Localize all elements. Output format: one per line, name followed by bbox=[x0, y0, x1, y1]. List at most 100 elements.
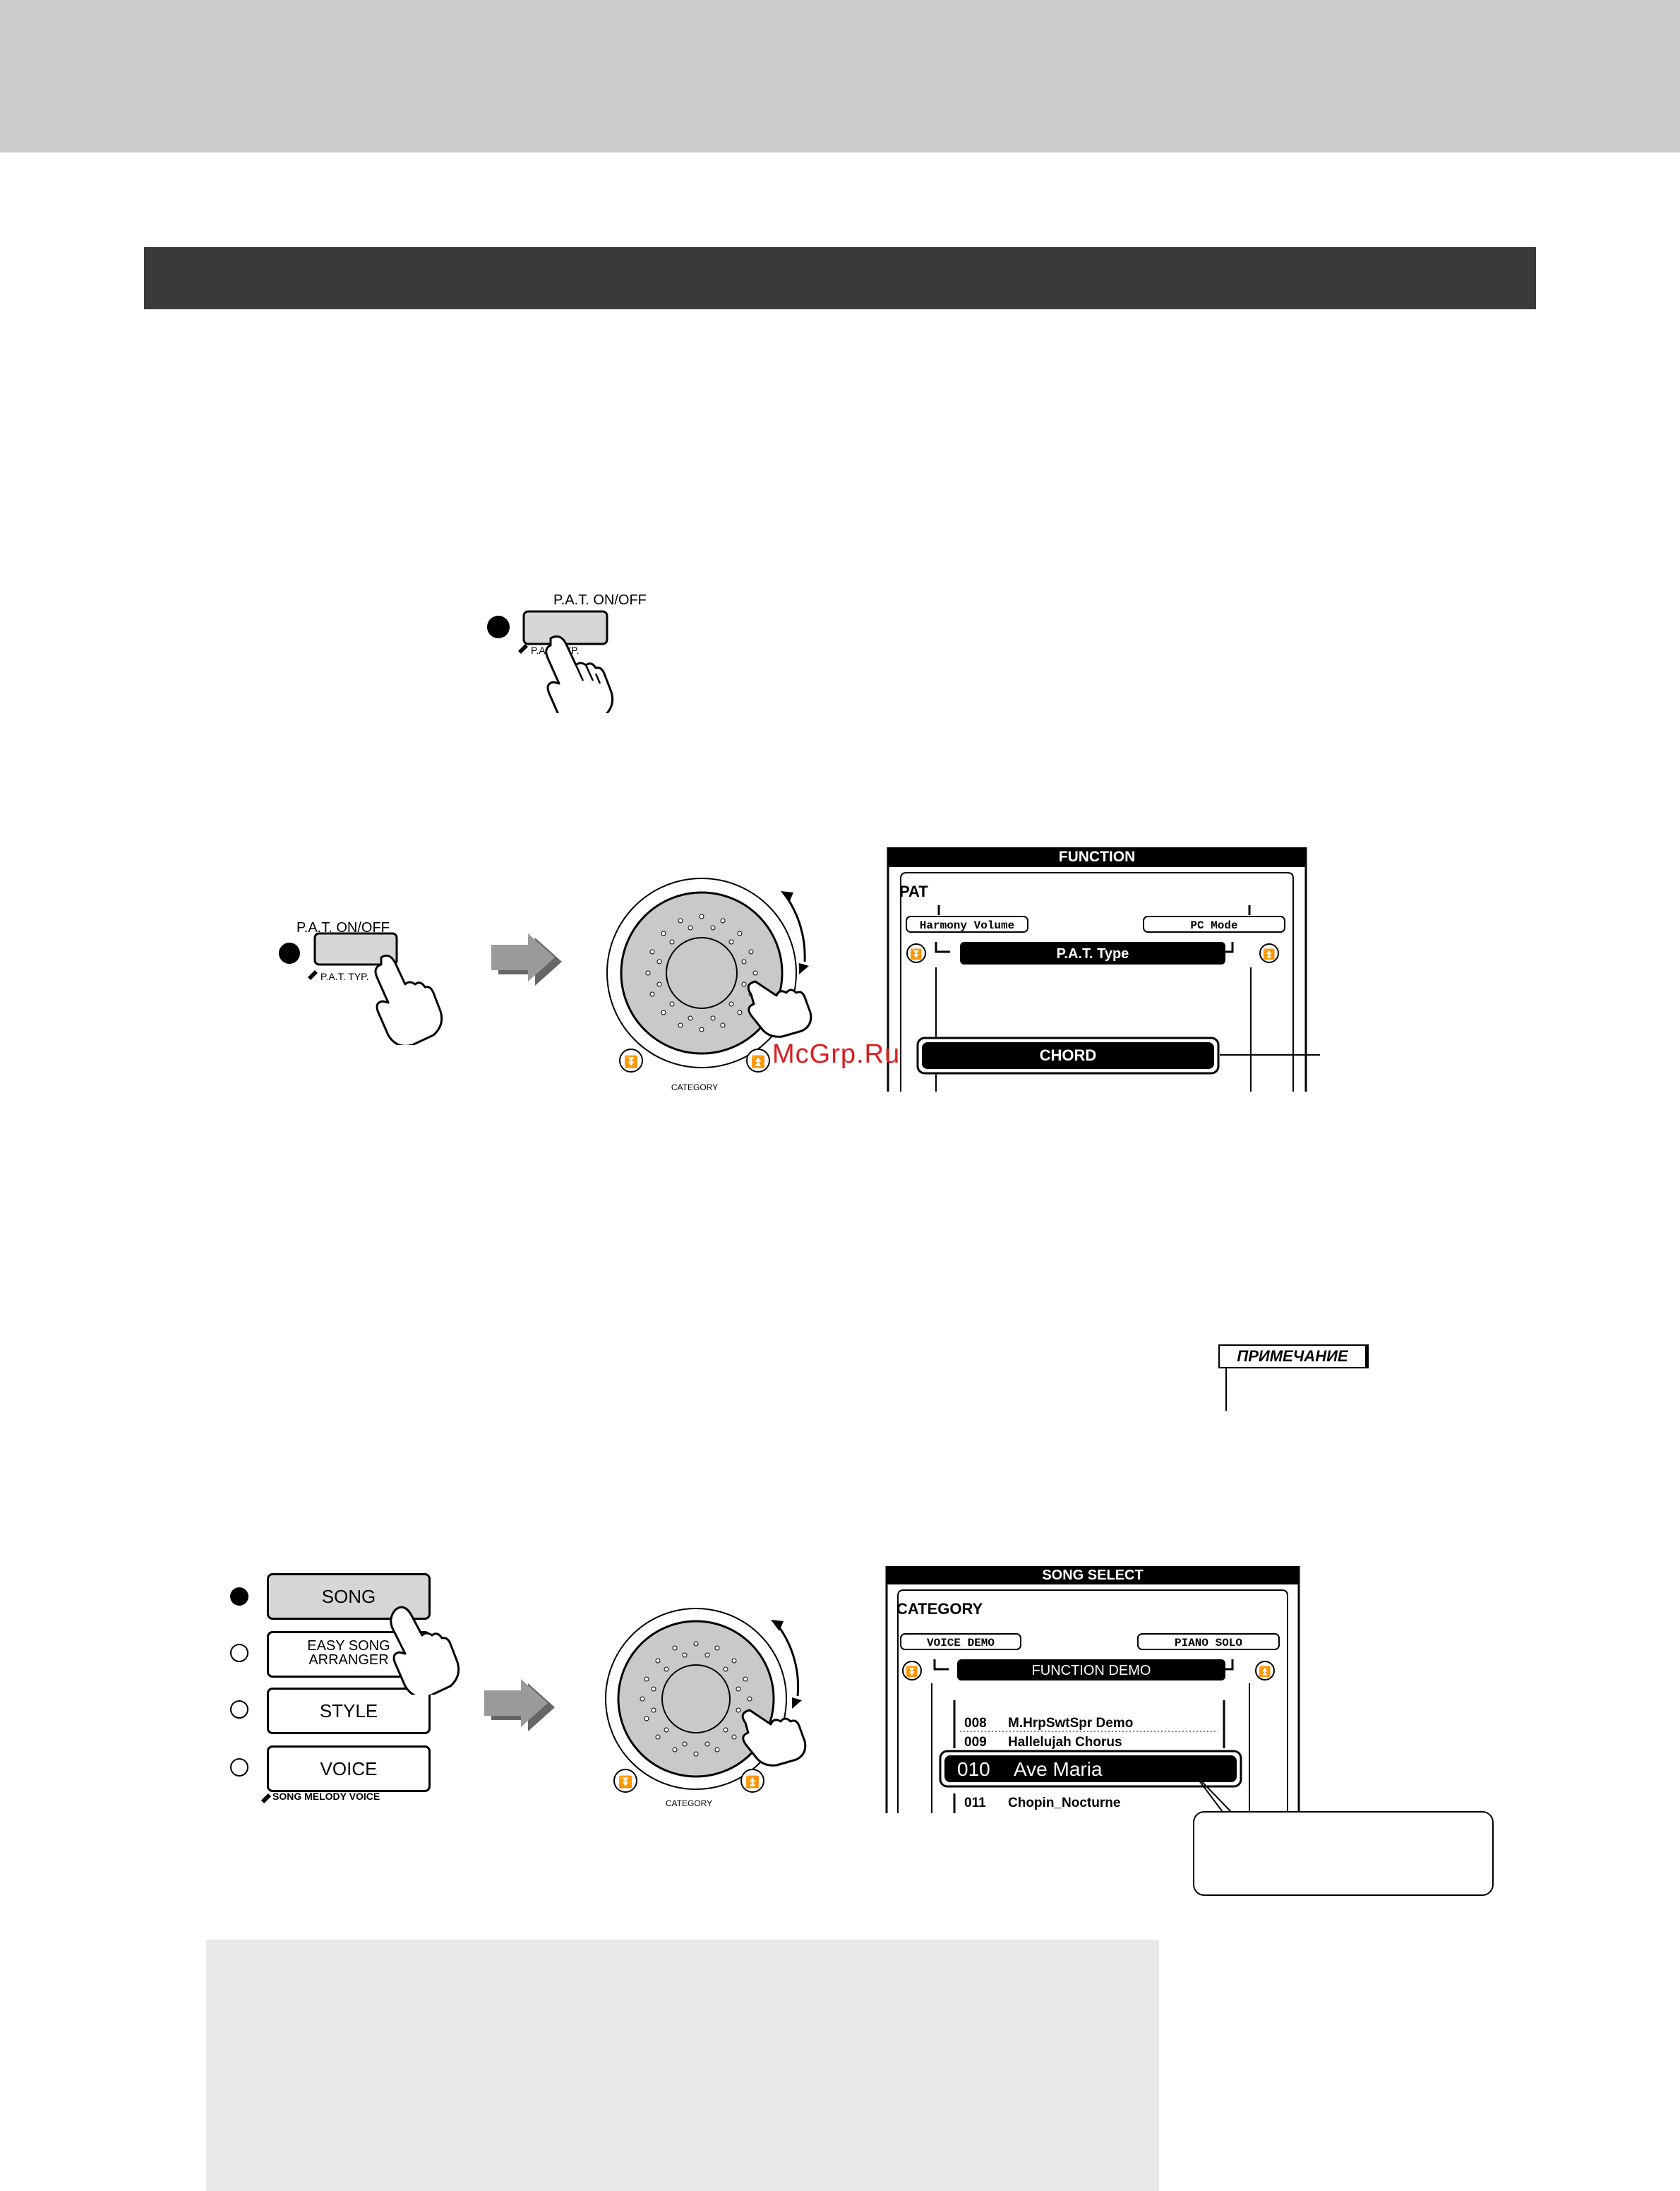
lcd-prev-item-box bbox=[906, 916, 1028, 933]
lcd-section-label: CATEGORY bbox=[896, 1600, 983, 1618]
shift-pen-icon bbox=[260, 1793, 272, 1804]
pointing-hand-icon bbox=[747, 980, 812, 1038]
current-song-title: Ave Maria bbox=[1014, 1758, 1103, 1780]
indicator-lamp-on bbox=[487, 616, 510, 638]
style-lamp bbox=[230, 1700, 248, 1719]
lcd-right-arrow-icon bbox=[1259, 943, 1279, 963]
callout-pointer bbox=[1192, 1772, 1232, 1813]
lcd-section-label: PAT bbox=[899, 883, 928, 900]
lcd-inner-frame bbox=[897, 1589, 1288, 1813]
shift-pen-icon bbox=[308, 970, 318, 980]
current-song-num: 010 bbox=[957, 1758, 990, 1780]
lcd-header-bar bbox=[887, 1566, 1299, 1584]
song-lamp-on bbox=[230, 1587, 248, 1606]
lcd-next-item: PIANO SOLO bbox=[1175, 1637, 1242, 1649]
top-band-rule bbox=[0, 153, 1680, 155]
rotate-up-arrowhead bbox=[771, 1620, 784, 1631]
style-button[interactable]: STYLE bbox=[267, 1688, 431, 1734]
lcd-prev-item-box bbox=[900, 1633, 1021, 1650]
top-gray-band bbox=[0, 0, 1680, 154]
lcd-next-item-box bbox=[1143, 916, 1285, 933]
pointing-hand-icon bbox=[545, 635, 614, 713]
watermark: McGrp.Ru bbox=[772, 1039, 901, 1069]
category-label: CATEGORY bbox=[666, 1798, 712, 1808]
double-down-arrow-icon: ⏬ bbox=[624, 1055, 638, 1068]
lcd-header-bar bbox=[888, 847, 1306, 867]
pat-on-off-label: P.A.T. ON/OFF bbox=[553, 592, 647, 608]
dial-center bbox=[661, 1664, 731, 1733]
song-row-num: 011 bbox=[964, 1796, 986, 1810]
rotate-up-arrowhead bbox=[781, 891, 793, 902]
lcd-left-arrow-icon bbox=[902, 1661, 922, 1680]
next-step-arrow-icon bbox=[491, 933, 562, 986]
lcd-header-title: FUNCTION bbox=[1059, 849, 1136, 865]
lcd-prev-item: Harmony Volume bbox=[920, 919, 1014, 932]
dial-center bbox=[666, 937, 738, 1009]
pat-type-label: P.A.T. TYP. bbox=[320, 971, 369, 982]
song-row-title: Hallelujah Chorus bbox=[1008, 1735, 1122, 1750]
double-down-arrow-icon: ⏬ bbox=[906, 1666, 918, 1678]
easy-song-label-2: ARRANGER bbox=[308, 1652, 389, 1668]
double-up-arrow-icon: ⏫ bbox=[1263, 948, 1275, 960]
lcd-selected-item: FUNCTION DEMO bbox=[1032, 1663, 1151, 1678]
rotate-arc bbox=[785, 896, 806, 962]
data-dial-figure-1: ⏬ ⏫ CATEGORY bbox=[606, 878, 812, 1092]
rotate-down-arrowhead bbox=[792, 1697, 802, 1709]
double-up-arrow-icon: ⏫ bbox=[745, 1775, 760, 1789]
lcd-selected-bar bbox=[960, 942, 1225, 965]
pointing-hand-icon bbox=[741, 1709, 807, 1767]
double-up-arrow-icon: ⏫ bbox=[1259, 1666, 1271, 1678]
double-down-arrow-icon: ⏬ bbox=[910, 948, 922, 960]
pointing-hand-icon bbox=[374, 954, 443, 1045]
pointing-hand-icon bbox=[390, 1606, 460, 1695]
lcd-inner-frame bbox=[900, 872, 1294, 1092]
lcd-next-item-box bbox=[1137, 1633, 1280, 1650]
category-up-button[interactable] bbox=[746, 1049, 770, 1073]
easy-song-lamp bbox=[230, 1644, 248, 1662]
song-row-title: M.HrpSwtSpr Demo bbox=[1008, 1716, 1133, 1731]
lcd-next-item: PC Mode bbox=[1190, 919, 1237, 932]
section-title-bar bbox=[144, 247, 1536, 309]
pat-button-figure-2: P.A.T. ON/OFF P.A.T. TYP. bbox=[279, 920, 443, 1045]
category-up-button[interactable] bbox=[740, 1769, 764, 1793]
function-lcd-display: FUNCTION PAT Harmony Volume PC Mode ⏬ ⏫ … bbox=[887, 847, 1320, 1092]
lcd-value-bar bbox=[922, 1042, 1214, 1069]
current-song-bar bbox=[944, 1755, 1237, 1782]
lcd-prev-item: VOICE DEMO bbox=[927, 1637, 995, 1649]
voice-lamp bbox=[230, 1758, 248, 1777]
pat-on-off-label: P.A.T. ON/OFF bbox=[296, 920, 390, 936]
category-down-button[interactable] bbox=[619, 1049, 643, 1073]
note-vertical-rule bbox=[1225, 1367, 1227, 1411]
category-label: CATEGORY bbox=[671, 1082, 718, 1092]
song-row-num: 008 bbox=[964, 1716, 987, 1731]
bottom-shaded-box bbox=[206, 1940, 1159, 2191]
song-row-title: Chopin_Nocturne bbox=[1008, 1796, 1120, 1810]
lcd-selected-bar bbox=[957, 1659, 1225, 1680]
voice-button[interactable]: VOICE bbox=[267, 1745, 431, 1792]
double-down-arrow-icon: ⏬ bbox=[618, 1775, 632, 1789]
pat-button-figure-1: P.A.T. ON/OFF P.A.T. TYP. bbox=[487, 592, 647, 713]
lcd-value: CHORD bbox=[1040, 1046, 1097, 1064]
rotate-down-arrowhead bbox=[799, 963, 809, 974]
voice-sub-label: SONG MELODY VOICE bbox=[272, 1791, 380, 1802]
shift-pen-icon bbox=[518, 644, 528, 654]
dial-grip-dots bbox=[645, 914, 758, 1032]
double-up-arrow-icon: ⏫ bbox=[751, 1055, 765, 1068]
callout-bubble bbox=[1193, 1811, 1494, 1896]
lcd-right-arrow-icon bbox=[1255, 1661, 1275, 1680]
indicator-lamp-on bbox=[279, 943, 300, 964]
lcd-left-arrow-icon bbox=[906, 943, 926, 963]
lcd-header-title: SONG SELECT bbox=[1042, 1568, 1143, 1583]
pat-on-off-button[interactable] bbox=[522, 610, 608, 645]
next-step-arrow-icon bbox=[484, 1679, 555, 1731]
song-row-num: 009 bbox=[964, 1735, 987, 1750]
dial-grip-dots bbox=[640, 1641, 752, 1757]
category-down-button[interactable] bbox=[613, 1769, 637, 1793]
lcd-selected-item: P.A.T. Type bbox=[1057, 946, 1129, 962]
note-label: ПРИМЕЧАНИЕ bbox=[1218, 1344, 1369, 1368]
pat-on-off-button[interactable] bbox=[313, 932, 398, 966]
mode-buttons-panel: SONG EASY SONG ARRANGER STYLE VOICE SONG… bbox=[227, 1573, 439, 1813]
easy-song-label-1: EASY SONG bbox=[307, 1638, 390, 1654]
data-dial-figure-2: ⏬ ⏫ CATEGORY bbox=[605, 1608, 807, 1808]
rotate-arc bbox=[776, 1625, 800, 1697]
